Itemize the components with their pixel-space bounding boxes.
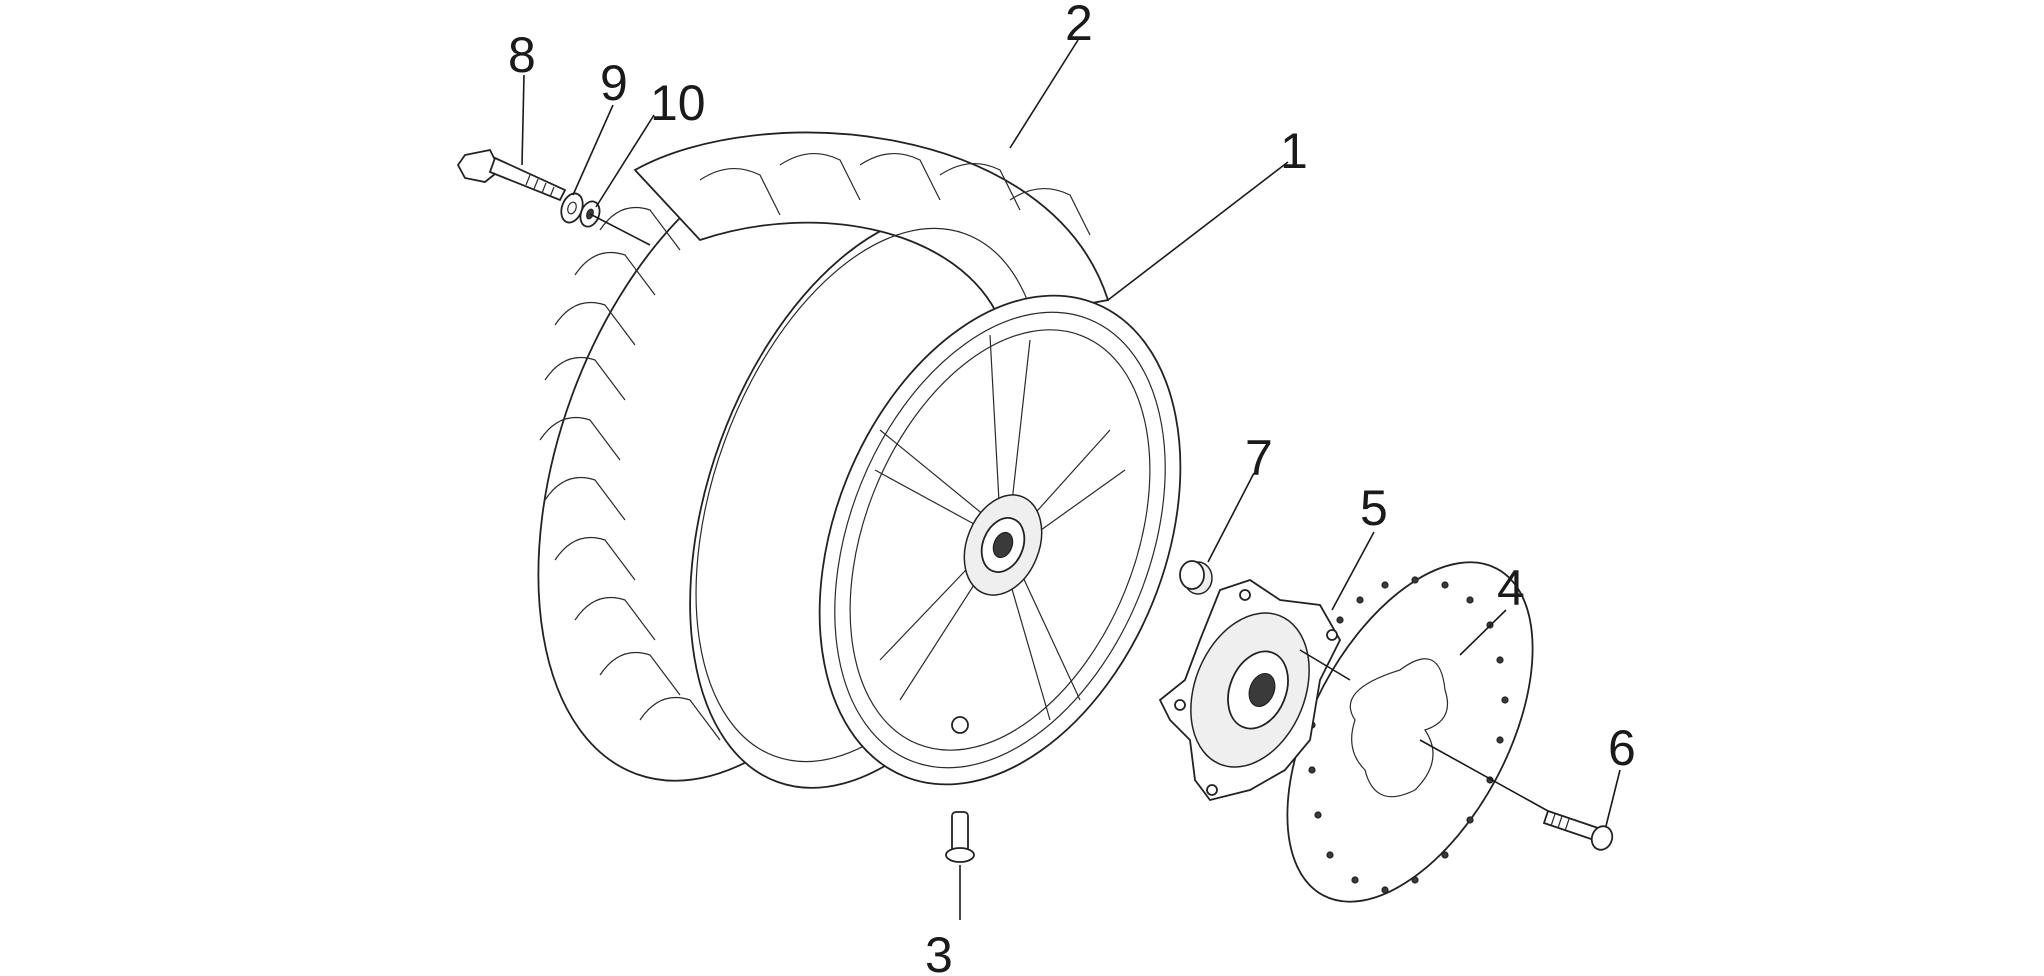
tyre-tread [539,152,1091,741]
callout-4: 4 [1497,560,1525,616]
axle-bolt [456,148,567,202]
callout-5: 5 [1360,480,1388,536]
callout-7: 7 [1245,430,1273,486]
callout-2: 2 [1065,0,1093,51]
valve-stem [945,811,975,920]
callouts: 1 2 3 4 5 6 7 8 9 10 [508,0,1636,976]
nut [1179,560,1213,595]
callout-6: 6 [1608,720,1636,776]
disc-screw [1542,809,1614,851]
leader-lines [521,39,1621,827]
callout-10: 10 [650,75,706,131]
callout-8: 8 [508,27,536,83]
callout-1: 1 [1280,123,1308,179]
disc-carrier [1158,579,1342,802]
callout-9: 9 [600,55,628,111]
hub [963,494,1043,596]
rim [818,294,1182,786]
callout-3: 3 [925,927,953,976]
